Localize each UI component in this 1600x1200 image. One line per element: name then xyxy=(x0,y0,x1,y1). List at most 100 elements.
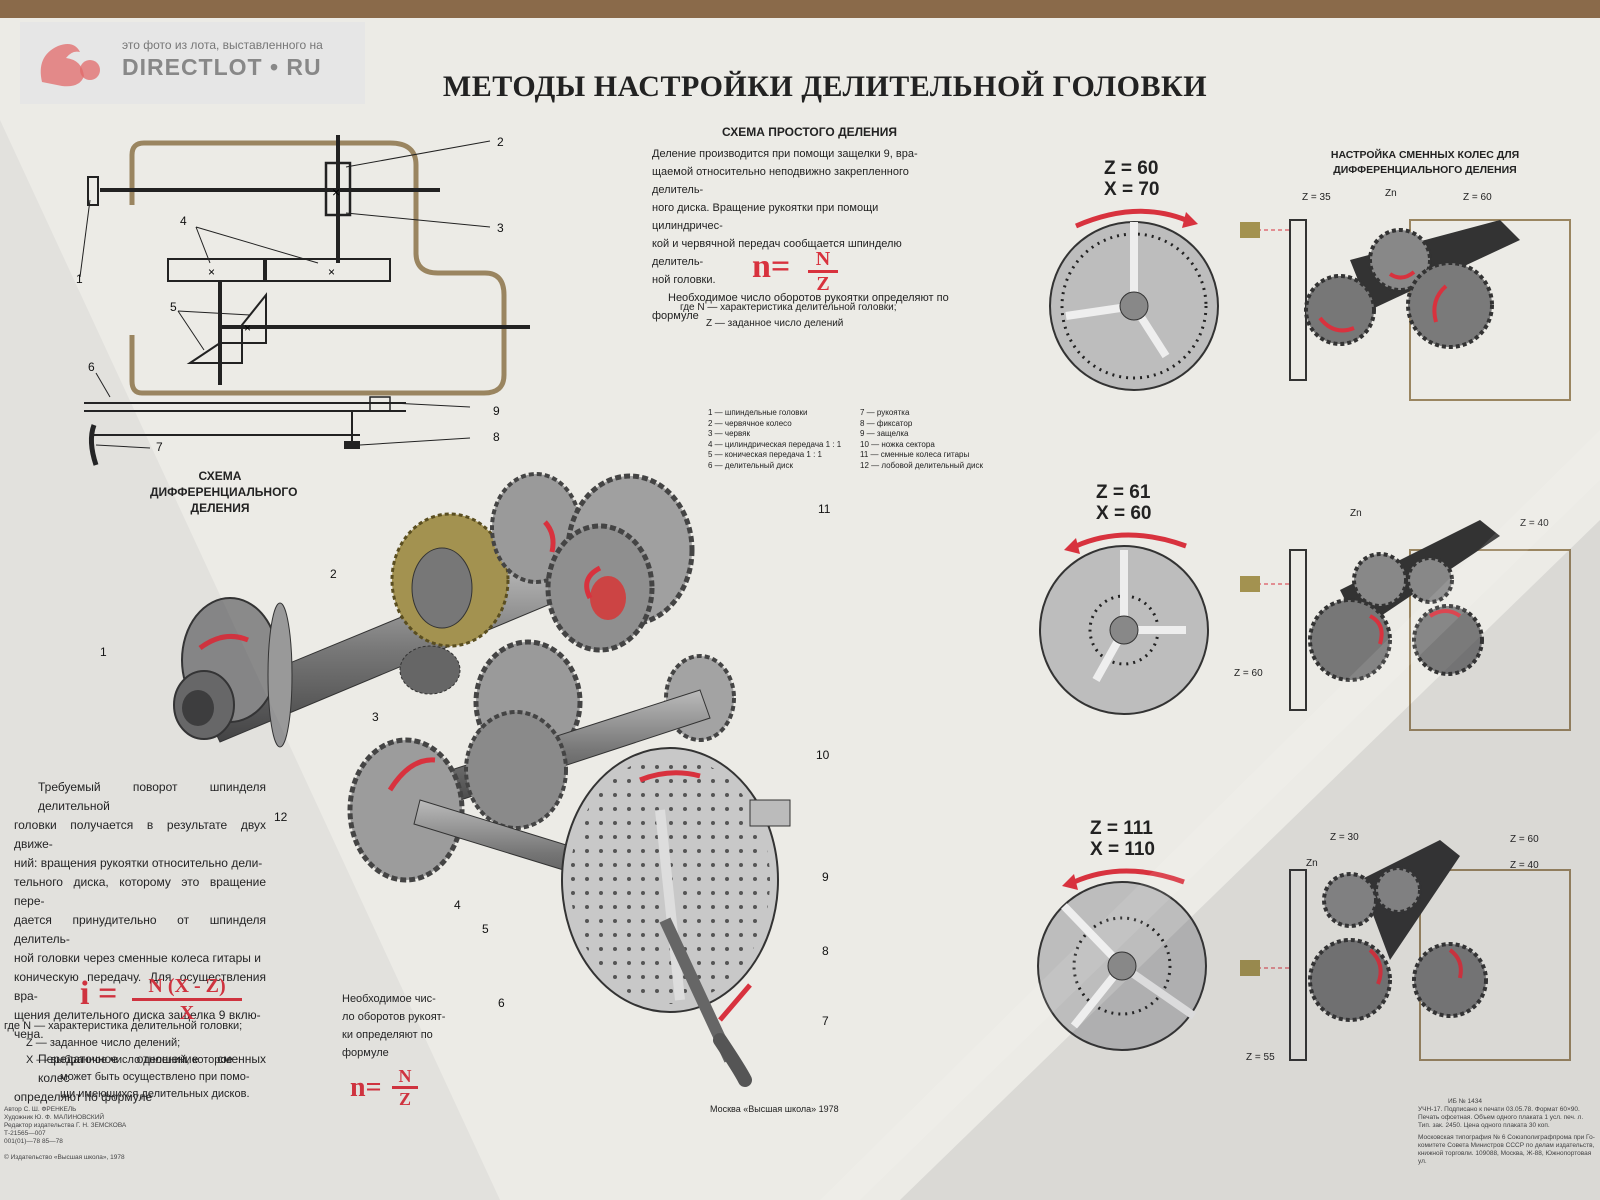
case2-gear-c: Z = 60 xyxy=(1234,668,1263,679)
publisher: Москва «Высшая школа» 1978 xyxy=(710,1104,839,1114)
text-line: Z — заданное число делений; xyxy=(26,1037,181,1049)
formula-num: N xyxy=(398,1066,412,1086)
part-num-8b: 8 xyxy=(822,944,829,958)
text-line: Необходимое чис- xyxy=(342,993,436,1005)
formula-lhs: i xyxy=(80,975,90,1012)
z-value: Z = 60 xyxy=(1104,158,1159,179)
legend-item: 11 — сменные колеса гитары xyxy=(860,450,970,459)
imprint-line: Московская типография № 6 Союзполиграфпр… xyxy=(1418,1134,1595,1141)
caption-line: СХЕМА xyxy=(198,469,242,483)
squirrel-logo-icon xyxy=(40,44,100,87)
text-line: щи имеющихся делительных дисков. xyxy=(60,1088,250,1100)
part-num-2: 2 xyxy=(497,135,504,149)
part-num-5b: 5 xyxy=(482,922,489,936)
formula-num: N (X - Z) xyxy=(148,975,226,997)
credit-line: © Издательство «Высшая школа», 1978 xyxy=(4,1154,125,1161)
differential-scheme-diagram: × ×× × xyxy=(79,135,530,466)
part-num-2b: 2 xyxy=(330,567,337,581)
case2-gear-a: Zn xyxy=(1350,508,1362,519)
x-value: X = 70 xyxy=(1104,179,1160,200)
case2-values: Z = 61 X = 60 xyxy=(1096,482,1151,524)
imprint-line: Тип. зак. 2450. Цена одного плаката 30 к… xyxy=(1418,1122,1550,1129)
case1-gear-b: Zn xyxy=(1385,188,1397,199)
part-num-4: 4 xyxy=(180,214,187,228)
x-value: X = 110 xyxy=(1090,839,1155,860)
turns-formula: n= xyxy=(350,1072,382,1103)
text-line: Деление производится при помощи защелки … xyxy=(652,148,918,160)
legend-item: 3 — червяк xyxy=(708,429,750,438)
legend-right: 7 — рукоятка 8 — фиксатор 9 — защелка 10… xyxy=(860,408,1010,471)
text-line: может быть осуществлено при помо- xyxy=(60,1071,250,1083)
credit-line: Редактор издательства Г. Н. ЗЕМСКОВА xyxy=(4,1122,127,1129)
case1-gear-c: Z = 60 xyxy=(1463,192,1492,203)
watermark-caption: это фото из лота, выставленного на xyxy=(122,38,323,52)
svg-text:×: × xyxy=(332,184,340,200)
part-num-1b: 1 xyxy=(100,645,107,659)
part-num-5: 5 xyxy=(170,300,177,314)
text-line: коническую передачу. Для осуществления в… xyxy=(14,970,266,1003)
svg-text:×: × xyxy=(244,321,251,335)
text-line: ной головки. xyxy=(652,274,716,286)
case3-gear-b: Zn xyxy=(1306,858,1318,869)
formula-den: Z xyxy=(392,1086,418,1109)
turns-formula-fraction: N Z xyxy=(392,1066,418,1109)
imprint-line: УЧН-17. Подписано к печати 03.05.78. Фор… xyxy=(1418,1106,1580,1113)
text-line: Требуемый поворот шпинделя делительной xyxy=(38,780,266,813)
text-line: щаемой относительно неподвижно закреплен… xyxy=(652,166,909,196)
settings-heading: НАСТРОЙКА СМЕННЫХ КОЛЕС ДЛЯ ДИФФЕРЕНЦИАЛ… xyxy=(1300,148,1550,178)
legend-left: 1 — шпиндельные головки 2 — червячное ко… xyxy=(708,408,858,471)
legend-item: 10 — ножка сектора xyxy=(860,439,935,449)
legend-item: 2 — червячное колесо xyxy=(708,418,792,428)
part-num-10: 10 xyxy=(816,748,830,762)
formula-den: Z xyxy=(808,270,838,295)
case3-gear-train xyxy=(1240,840,1571,1061)
formula-num: N xyxy=(815,248,831,270)
text-line: щения делительного диска защелка 9 вклю- xyxy=(14,1008,261,1022)
simple-text: Деление производится при помощи защелки … xyxy=(652,145,952,325)
part-num-4b: 4 xyxy=(454,898,461,912)
diff-formula: i = xyxy=(80,975,118,1012)
text-line: ки определяют по xyxy=(342,1029,433,1041)
part-num-9b: 9 xyxy=(822,870,829,884)
text-line: ной головки через сменные колеса гитары … xyxy=(14,951,261,965)
formula-lhs: n xyxy=(350,1072,366,1103)
text-line: определяют по формуле xyxy=(14,1090,153,1104)
text-line: Передаточное отношение сменных колес xyxy=(38,1052,266,1085)
legend-item: 9 — защелка xyxy=(860,429,909,438)
svg-text:×: × xyxy=(208,265,215,279)
text-line: Необходимое число оборотов рукоятки опре… xyxy=(668,292,949,304)
imprint-line: комитете Совета Министров СССР по делам … xyxy=(1418,1142,1595,1149)
legend-item: 1 — шпиндельные головки xyxy=(708,408,808,417)
part-num-6b: 6 xyxy=(498,996,505,1010)
text-line: ло оборотов рукоят- xyxy=(342,1011,446,1023)
case2-gear-train xyxy=(1240,520,1571,731)
part-num-6: 6 xyxy=(88,360,95,374)
dividing-head-illustration xyxy=(173,472,791,1087)
text-line: формуле xyxy=(652,310,699,322)
poster-title: МЕТОДЫ НАСТРОЙКИ ДЕЛИТЕЛЬНОЙ ГОЛОВКИ xyxy=(442,70,1208,103)
turns-text: Необходимое чис- ло оборотов рукоят- ки … xyxy=(342,990,452,1062)
heading-line: НАСТРОЙКА СМЕННЫХ КОЛЕС ДЛЯ xyxy=(1330,149,1520,161)
formula-lhs: n xyxy=(752,248,771,285)
case3-dividing-disk xyxy=(1037,868,1207,1051)
watermark-brand: DIRECTLOT • RU xyxy=(122,54,322,80)
part-num-1: 1 xyxy=(76,272,83,286)
credit-line: Художник Ю. Ф. МАЛИНОВСКИЙ xyxy=(4,1114,105,1121)
case1-values: Z = 60 X = 70 xyxy=(1104,158,1159,200)
text-line: ний: вращения рукоятки относительно дели… xyxy=(14,856,263,870)
imprint-line: книжной торговли. 109088, Москва, Ж-88, … xyxy=(1418,1150,1592,1165)
imprint: ИБ № 1434 УЧН-17. Подписано к печати 03.… xyxy=(1418,1098,1600,1166)
part-num-8: 8 xyxy=(493,430,500,444)
diff-formula-fraction: N (X - Z) X xyxy=(132,974,242,1025)
case3-gear-a: Z = 30 xyxy=(1330,832,1359,843)
case2-dividing-disk xyxy=(1039,532,1209,715)
part-num-7: 7 xyxy=(156,440,163,454)
case1-gear-train xyxy=(1240,219,1571,401)
credits: Автор С. Ш. ФРЕНКЕЛЬ Художник Ю. Ф. МАЛИ… xyxy=(4,1106,164,1162)
simple-where-1: где N — характеристика делительной голов… xyxy=(680,302,897,313)
legend-item: 8 — фиксатор xyxy=(860,418,913,428)
z-value: Z = 111 xyxy=(1090,818,1153,839)
credit-line: 001(01)—78 85—78 xyxy=(4,1138,63,1145)
x-value: X = 60 xyxy=(1096,503,1152,524)
legend-item: 7 — рукоятка xyxy=(860,408,910,417)
